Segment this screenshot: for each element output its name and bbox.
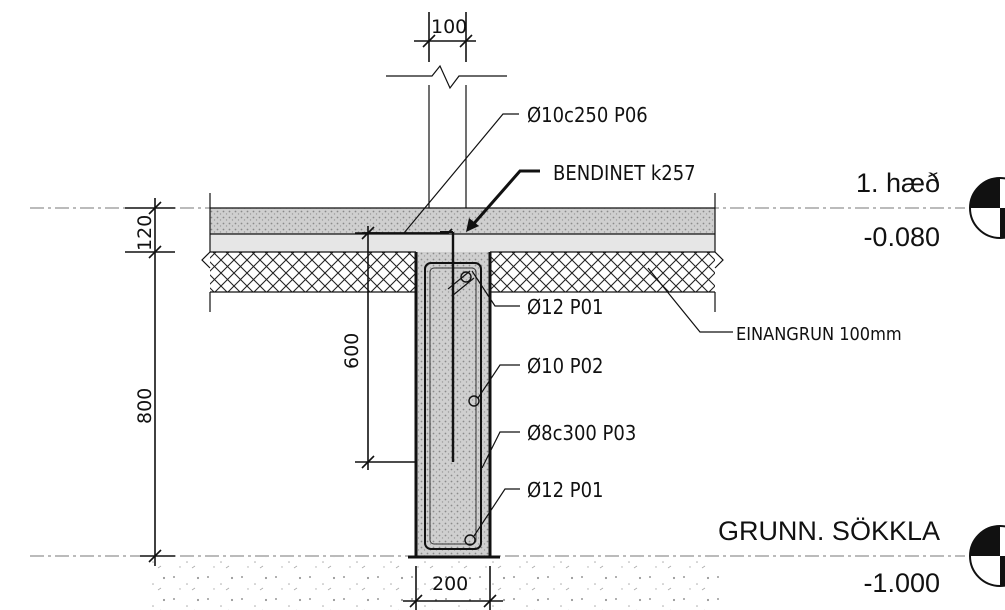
label-insulation: EINANGRUN 100mm	[736, 324, 902, 345]
foundation-wall	[408, 231, 500, 559]
label-bar-mid: Ø10 P02	[527, 354, 604, 378]
label-mesh: BENDINET k257	[553, 161, 696, 185]
dim-bar-length	[355, 226, 416, 470]
insulation-layer	[209, 251, 716, 312]
lower-level-name: GRUNN. SÖKKLA	[718, 516, 940, 546]
dim-slab-text: 120	[134, 215, 156, 251]
dim-wall-width	[414, 12, 476, 62]
upper-level-value: -0.080	[863, 222, 940, 252]
lower-level-symbol-icon	[969, 525, 1005, 587]
label-top-bar: Ø10c250 P06	[527, 103, 648, 127]
dim-wall-width-text: 100	[431, 16, 467, 38]
dim-height-text: 800	[134, 388, 156, 424]
leader-lines	[403, 113, 733, 537]
upper-level-symbol-icon	[969, 177, 1005, 239]
label-stirrups: Ø8c300 P03	[527, 421, 636, 445]
dim-left-chain	[125, 198, 175, 566]
dim-footing-width	[403, 566, 503, 610]
floor-slab	[201, 193, 724, 269]
upper-level-name: 1. hæð	[856, 168, 940, 198]
dim-footing-width-text: 200	[432, 573, 468, 595]
dim-bar-length-text: 600	[341, 333, 363, 369]
label-bar-top: Ø12 P01	[527, 295, 604, 319]
label-bar-bottom: Ø12 P01	[527, 478, 604, 502]
lower-level-value: -1.000	[863, 568, 940, 598]
slab-bar-p06	[362, 228, 453, 234]
wall-above	[386, 64, 507, 208]
